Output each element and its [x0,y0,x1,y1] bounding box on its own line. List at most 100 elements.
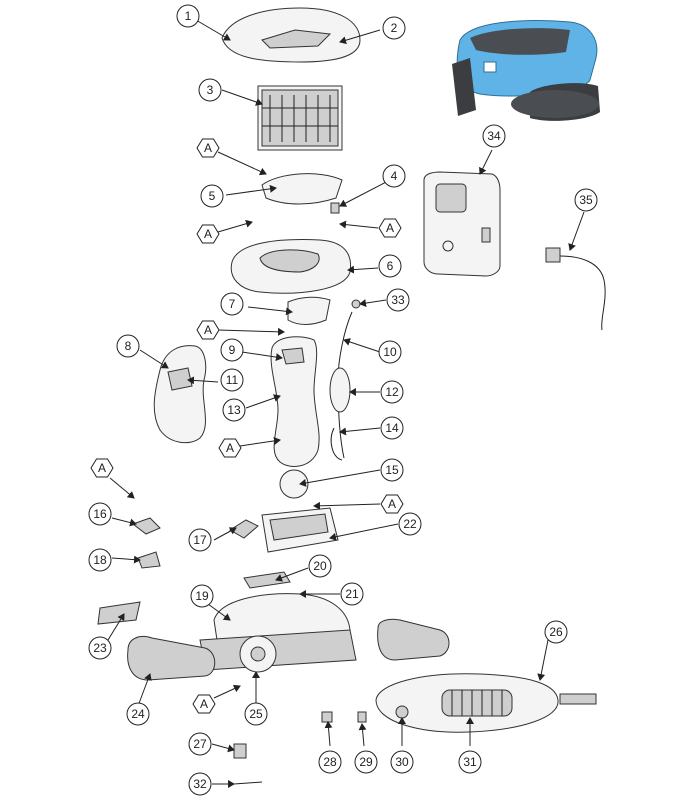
callout-33: 33 [386,288,410,312]
latch-part [281,347,305,365]
bushing-part-28 [321,711,333,723]
small-gear-part [279,469,309,499]
callout-number: 29 [359,755,373,769]
callout-number: 7 [229,297,236,311]
callout-9: 9 [220,338,244,362]
wheel-hub [250,646,266,662]
callout-number: 28 [323,755,337,769]
callout-number: 11 [226,373,239,387]
callout-number: 5 [209,189,216,203]
power-supply-part [423,171,501,277]
callout-35: 35 [574,188,598,212]
cable-clamp-part [330,427,343,461]
a-label-4: A [196,320,220,340]
a-label-2: A [196,224,220,244]
callout-number: 19 [195,589,209,603]
callout-number: 4 [391,169,398,183]
callout-25: 25 [244,702,268,726]
callout-number: 2 [391,21,398,35]
clip-part [330,202,340,214]
callout-8: 8 [116,334,140,358]
callout-11: 11 [220,368,244,392]
callout-17: 17 [188,528,212,552]
callout-number: 12 [385,385,399,399]
callout-number: 8 [125,339,132,353]
callout-2: 2 [382,16,406,40]
callout-19: 19 [190,584,214,608]
a-label-8: A [192,694,216,714]
robot-cleaner-illustration [452,20,600,121]
callout-27: 27 [188,732,212,756]
callout-number: 35 [579,193,593,207]
a-label-text: A [204,323,212,337]
bushing-part-29 [357,711,367,723]
motor-cover-part [270,336,320,467]
a-label-text: A [204,141,212,155]
a-labels: A A A A A A A A [90,138,404,714]
callout-1: 1 [176,4,200,28]
callout-number: 6 [387,259,394,273]
side-panel-part [153,345,207,444]
callout-number: 21 [345,587,359,601]
callout-number: 25 [249,707,263,721]
a-label-3: A [378,218,402,238]
a-label-7: A [380,494,404,514]
power-cable-part [545,247,606,331]
callout-30: 30 [390,750,414,774]
callout-21: 21 [340,582,364,606]
callout-number: 13 [227,403,241,417]
float-part [329,367,351,413]
callout-number: 24 [131,707,145,721]
a-label-text: A [204,227,212,241]
axle-part [559,693,597,705]
callout-number: 3 [207,83,214,97]
a-label-text: A [98,461,106,475]
a-label-text: A [226,441,234,455]
callout-20: 20 [308,554,332,578]
clip-part-27 [233,743,247,759]
callout-22: 22 [398,512,422,536]
callout-number: 1 [185,9,192,23]
callout-number: 10 [383,345,397,359]
callout-28: 28 [318,750,342,774]
callout-number: 17 [193,533,207,547]
hub-part-30 [395,705,409,719]
callout-29: 29 [354,750,378,774]
callout-13: 13 [222,398,246,422]
swivel-part-33 [351,299,361,309]
callout-23: 23 [88,636,112,660]
callout-number: 18 [93,553,107,567]
filter-lid-part [261,173,343,205]
callout-number: 9 [229,343,236,357]
callout-number: 31 [463,755,477,769]
a-label-text: A [386,221,394,235]
track-right-part [377,618,450,661]
brush-part-31 [441,689,513,717]
callout-number: 27 [193,737,207,751]
callout-number: 33 [391,293,405,307]
a-label-1: A [196,138,220,158]
callout-31: 31 [458,750,482,774]
callout-number: 15 [385,463,399,477]
callout-5: 5 [200,184,224,208]
callout-7: 7 [220,292,244,316]
top-body-part [230,239,352,294]
motor-unit-part [261,507,339,553]
callout-3: 3 [198,78,222,102]
a-label-text: A [388,497,396,511]
callout-16: 16 [88,502,112,526]
callout-34: 34 [482,124,506,148]
callout-number: 22 [403,517,417,531]
callout-number: 14 [385,421,399,435]
a-label-5: A [218,438,242,458]
leader-lines [107,19,585,788]
brush-part-23 [97,601,141,625]
callout-number: 23 [93,641,107,655]
a-label-6: A [90,458,114,478]
callout-number: 16 [93,507,107,521]
a-label-text: A [200,697,208,711]
callout-14: 14 [380,416,404,440]
callout-number: 34 [487,129,501,143]
